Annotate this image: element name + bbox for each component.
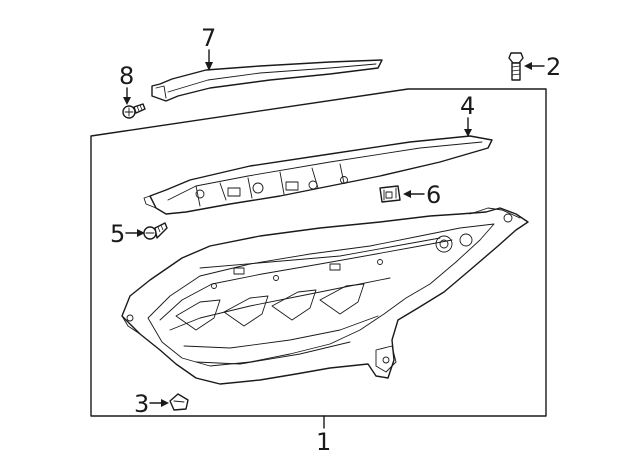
callout-2: 2 — [546, 53, 561, 81]
arrow-3 — [161, 399, 169, 407]
callout-3: 3 — [134, 390, 149, 418]
arrow-7 — [205, 62, 213, 71]
arrow-6 — [403, 190, 411, 198]
callout-1: 1 — [316, 428, 331, 456]
part-8-screw — [122, 103, 146, 119]
arrow-4 — [464, 129, 472, 137]
arrow-5 — [137, 229, 145, 237]
callout-8: 8 — [119, 62, 134, 90]
headlamp-housing — [121, 207, 529, 385]
part-6-clip — [379, 185, 401, 203]
part-2-bolt — [508, 52, 524, 81]
part-3-nut — [169, 393, 189, 411]
assembly-frame — [90, 88, 547, 417]
part-4-bracket — [143, 135, 493, 215]
arrow-8 — [123, 97, 131, 105]
part-7-trim-strip — [151, 59, 383, 102]
part-5-screw — [143, 222, 168, 240]
callout-7: 7 — [201, 24, 216, 52]
arrow-2 — [524, 62, 532, 70]
callout-4: 4 — [460, 92, 475, 120]
callout-6: 6 — [426, 181, 441, 209]
callout-5: 5 — [110, 220, 125, 248]
